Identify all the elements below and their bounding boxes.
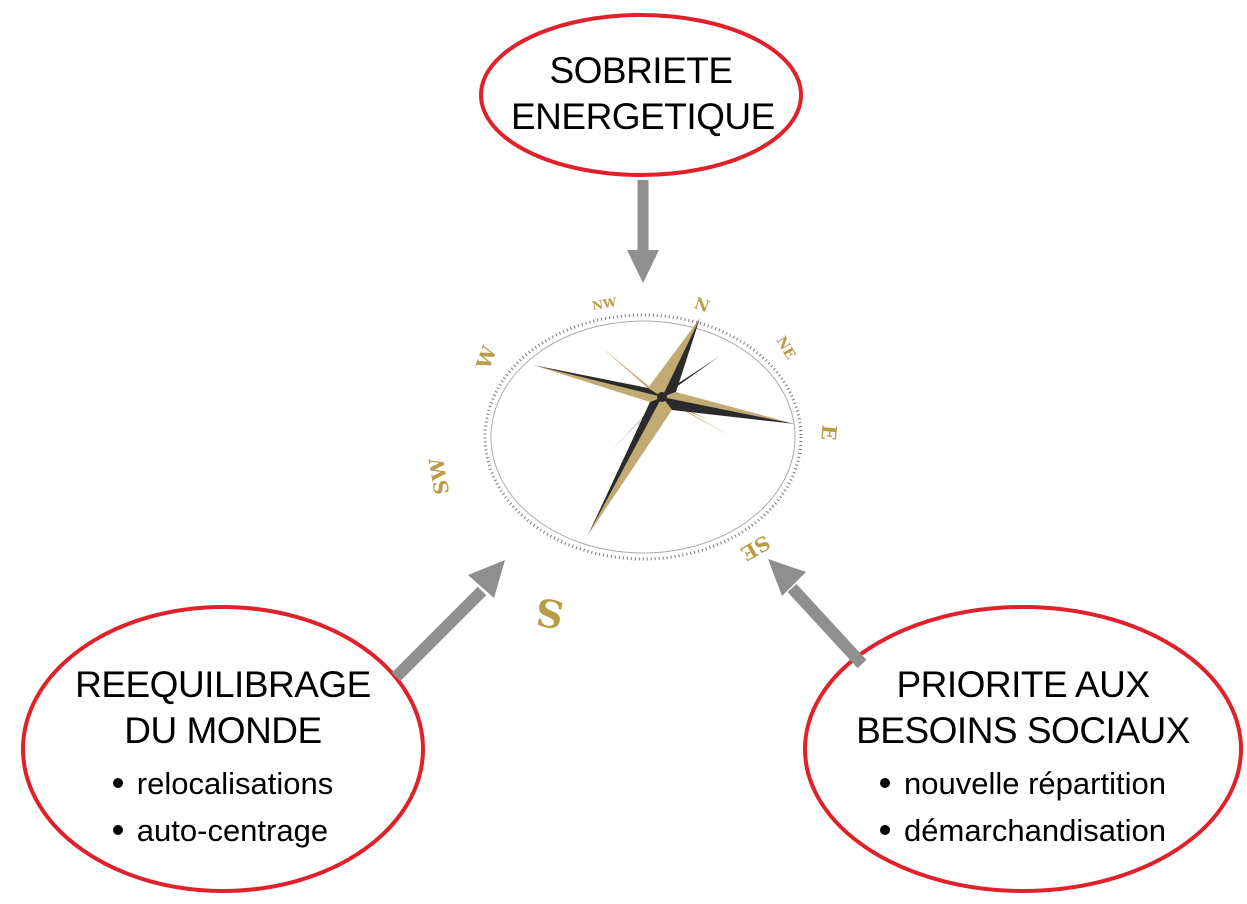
compass-ring-inner <box>490 320 796 554</box>
top-node-title-line-2: ENERGETIQUE <box>511 96 775 137</box>
compass-label-sw: SW <box>424 455 454 496</box>
top-node: SOBRIETE ENERGETIQUE <box>511 48 775 140</box>
compass-label-ne: NE <box>773 334 799 362</box>
right-node-title-line-2: BESOINS SOCIAUX <box>856 710 1190 751</box>
bullet-icon <box>112 824 123 835</box>
bullet-icon <box>880 777 891 788</box>
right-node-bullets: nouvelle répartition démarchandisation <box>880 760 1166 854</box>
left-node-ellipse <box>21 605 425 893</box>
right-node-ellipse <box>803 605 1243 893</box>
list-item: démarchandisation <box>880 807 1166 854</box>
top-node-title-line-1: SOBRIETE <box>549 50 733 91</box>
compass-major-points <box>533 318 795 535</box>
compass-label-nw: NW <box>591 295 618 313</box>
left-bullet-1: relocalisations <box>136 766 334 801</box>
arrow-right-to-compass <box>768 559 867 669</box>
list-item: auto-centrage <box>112 807 333 854</box>
right-node: PRIORITE AUX BESOINS SOCIAUX nouvelle ré… <box>840 662 1206 854</box>
bullet-icon <box>112 777 123 788</box>
compass-label-n: N <box>692 293 712 316</box>
compass-ring <box>483 313 803 561</box>
top-node-ellipse <box>479 13 803 177</box>
arrow-top-to-compass <box>627 180 659 283</box>
compass-label-w: W <box>471 342 502 373</box>
right-node-title-line-1: PRIORITE AUX <box>896 664 1150 705</box>
list-item: nouvelle répartition <box>880 760 1166 807</box>
right-bullet-1: nouvelle répartition <box>904 766 1166 801</box>
left-node-bullets: relocalisations auto-centrage <box>112 760 334 854</box>
compass-label-s: S <box>532 589 567 638</box>
list-item: relocalisations <box>112 760 334 807</box>
left-node: REEQUILIBRAGE DU MONDE relocalisations a… <box>50 662 396 854</box>
arrow-left-to-compass <box>391 560 505 682</box>
bullet-icon <box>880 824 891 835</box>
left-node-title-line-2: DU MONDE <box>124 710 322 751</box>
left-bullet-2: auto-centrage <box>136 813 329 848</box>
right-bullet-2: démarchandisation <box>904 813 1166 848</box>
left-node-title-line-1: REEQUILIBRAGE <box>75 664 371 705</box>
compass-label-e: E <box>816 424 841 441</box>
